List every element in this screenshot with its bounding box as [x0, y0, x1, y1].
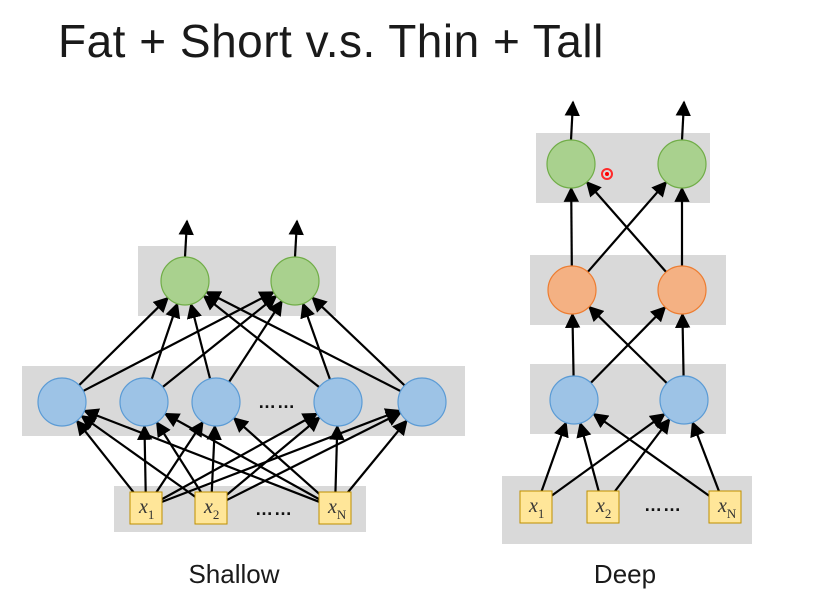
shallow-hidden-node-4 — [397, 377, 447, 427]
shallow-hidden-ellipsis: …… — [258, 392, 296, 412]
deep-network: x1 x2 xN …… Deep — [502, 100, 752, 589]
shallow-edge-in2-h2 — [232, 416, 324, 499]
deep-input-2: xN — [708, 490, 742, 524]
shallow-hidden-node-3 — [313, 377, 363, 427]
deep-input-0-subscript: 1 — [538, 506, 545, 521]
shallow-edge-h4-out0 — [205, 290, 402, 393]
shallow-input-0: x1 — [129, 491, 163, 525]
cursor-dot — [601, 168, 613, 180]
deep-input-1-box — [586, 490, 620, 524]
shallow-output-node-0 — [160, 256, 210, 306]
shallow-output-arrow-1 — [288, 219, 304, 258]
shallow-network: x1 x2 xN …… …… Shallow — [22, 219, 465, 589]
deep-edge-in2-l1n0 — [592, 412, 713, 499]
shallow-hidden-node-0 — [37, 377, 87, 427]
shallow-input-1: x2 — [194, 491, 228, 525]
deep-layer-2-node-1 — [657, 265, 707, 315]
shallow-input-2-box — [318, 491, 352, 525]
deep-edges — [540, 100, 721, 499]
deep-layer-3-node-0 — [546, 139, 596, 189]
deep-edge-l1n1-l2n1 — [674, 312, 691, 377]
shallow-input-1-box — [194, 491, 228, 525]
deep-output-arrow-1 — [675, 100, 691, 141]
deep-edge-in0-l1n1 — [548, 413, 666, 499]
shallow-input-0-box — [129, 491, 163, 525]
deep-edge-l1n1-l2n0 — [588, 305, 668, 384]
shallow-edge-in0-h4 — [160, 408, 402, 504]
shallow-edge-in0-h3 — [159, 412, 319, 502]
shallow-input-ellipsis: …… — [255, 499, 293, 519]
deep-input-2-subscript: N — [727, 506, 737, 521]
shallow-input-2-subscript: N — [337, 507, 347, 522]
shallow-edge-h3-out1 — [300, 302, 331, 380]
shallow-edge-in1-h1 — [155, 420, 204, 496]
cursor-dot-center — [605, 172, 609, 176]
deep-edge-l1n0-l2n0 — [564, 312, 581, 377]
deep-input-0-box — [519, 490, 553, 524]
shallow-edge-h4-out1 — [311, 296, 406, 387]
shallow-edge-h2-out1 — [228, 299, 283, 383]
deep-edge-in0-l1n0 — [540, 421, 569, 493]
deep-input-ellipsis: …… — [644, 495, 682, 515]
deep-layer-2-node-0 — [547, 265, 597, 315]
shallow-output-arrow-0 — [178, 219, 194, 258]
shallow-edge-in0-h0 — [75, 419, 137, 497]
shallow-edge-in1-h4 — [224, 411, 402, 502]
deep-input-1-subscript: 2 — [605, 506, 612, 521]
shallow-edge-h3-out0 — [202, 294, 320, 388]
deep-edge-l2n1-l3n0 — [585, 180, 667, 273]
shallow-edge-h2-out0 — [186, 302, 212, 380]
deep-input-1: x2 — [586, 490, 620, 524]
shallow-edge-in0-h1 — [137, 424, 153, 493]
shallow-edge-in2-h4 — [344, 419, 408, 497]
deep-edge-l2n0-l3n0 — [563, 186, 580, 267]
shallow-input-2: xN — [318, 491, 352, 525]
shallow-edge-in1-h3 — [222, 416, 321, 499]
shallow-edge-in2-h1 — [163, 412, 322, 502]
shallow-edge-h1-out0 — [150, 302, 181, 380]
shallow-edge-in1-h0 — [80, 415, 199, 500]
shallow-edge-in2-h3 — [329, 424, 345, 493]
shallow-nodes: x1 x2 xN — [37, 256, 447, 525]
shallow-input-0-subscript: 1 — [148, 507, 155, 522]
shallow-input-1-subscript: 2 — [213, 507, 220, 522]
shallow-edge-h0-out0 — [78, 296, 169, 386]
shallow-edge-h0-out1 — [82, 291, 276, 392]
page-title: Fat + Short v.s. Thin + Tall — [58, 15, 604, 67]
shallow-edge-h1-out1 — [162, 295, 278, 388]
shallow-edge-in2-h0 — [82, 408, 321, 504]
deep-edge-in2-l1n1 — [690, 420, 721, 493]
shallow-edge-in1-h2 — [206, 424, 222, 493]
deep-caption: Deep — [594, 559, 656, 589]
shallow-output-node-1 — [270, 256, 320, 306]
deep-edge-in1-l1n0 — [576, 421, 600, 492]
deep-nodes: x1 x2 xN — [519, 139, 742, 524]
shallow-edges — [75, 219, 408, 504]
shallow-hidden-node-2 — [191, 377, 241, 427]
deep-layer-1-node-0 — [549, 375, 599, 425]
shallow-caption: Shallow — [188, 559, 279, 589]
deep-layer-3-node-1 — [657, 139, 707, 189]
deep-layer-1-node-1 — [659, 375, 709, 425]
shallow-hidden-node-1 — [119, 377, 169, 427]
deep-edge-in1-l1n1 — [611, 417, 671, 495]
deep-output-arrow-0 — [564, 100, 580, 141]
deep-input-2-box — [708, 490, 742, 524]
deep-input-0: x1 — [519, 490, 553, 524]
